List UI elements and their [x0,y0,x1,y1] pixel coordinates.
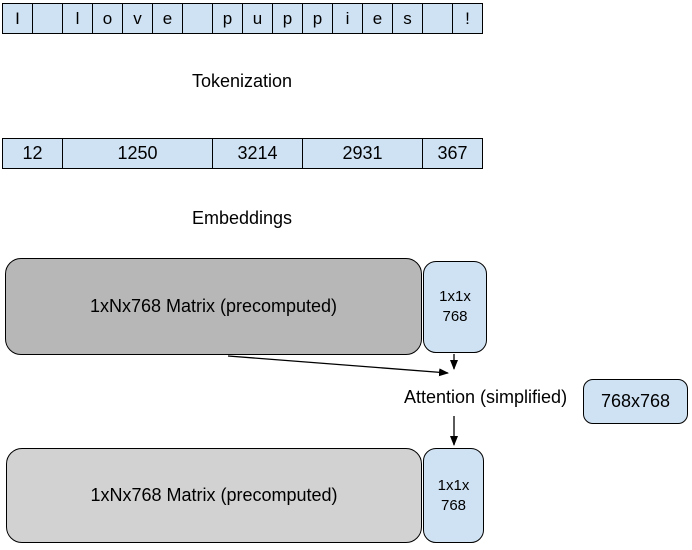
query-vector-label-line2: 768 [440,496,467,514]
matrix-label: 1xNx768 Matrix (precomputed) [90,485,338,505]
token-id-row: 12 1250 3214 2931 367 [2,138,483,169]
tokenization-label: Tokenization [191,71,293,91]
attention-weights-box: 768x768 [583,379,688,424]
char-cell: I [2,3,33,34]
query-vector-label-line1: 1x1x [439,288,471,305]
token-id-cell: 2931 [302,138,423,169]
query-vector-box-bottom: 1x1x 768 [423,448,484,543]
sentence-token-row: I l o v e p u p p i e s ! [2,3,483,34]
char-cell: u [242,3,273,34]
token-id-cell: 12 [2,138,63,169]
char-cell: e [362,3,393,34]
char-cell: s [392,3,423,34]
char-cell: e [152,3,183,34]
token-id-cell: 367 [422,138,483,169]
char-cell: p [272,3,303,34]
precomputed-matrix-top: 1xNx768 Matrix (precomputed) [5,258,422,355]
char-cell: o [92,3,123,34]
arrow-matrix-to-attention [227,355,449,377]
char-cell: p [212,3,243,34]
embeddings-label: Embeddings [191,208,293,228]
char-cell: ! [452,3,483,34]
char-cell: l [62,3,93,34]
char-cell [32,3,63,34]
char-cell [182,3,213,34]
query-vector-label-line2: 768 [442,308,468,325]
query-vector-box-top: 1x1x 768 [423,261,487,353]
char-cell [422,3,453,34]
attention-label: Attention (simplified) [404,387,568,407]
query-vector-label-line1: 1x1x [437,476,470,494]
token-id-cell: 3214 [212,138,303,169]
matrix-label: 1xNx768 Matrix (precomputed) [89,296,338,316]
token-id-cell: 1250 [62,138,213,169]
char-cell: i [332,3,363,34]
char-cell: p [302,3,333,34]
char-cell: v [122,3,153,34]
precomputed-matrix-bottom: 1xNx768 Matrix (precomputed) [6,448,422,543]
